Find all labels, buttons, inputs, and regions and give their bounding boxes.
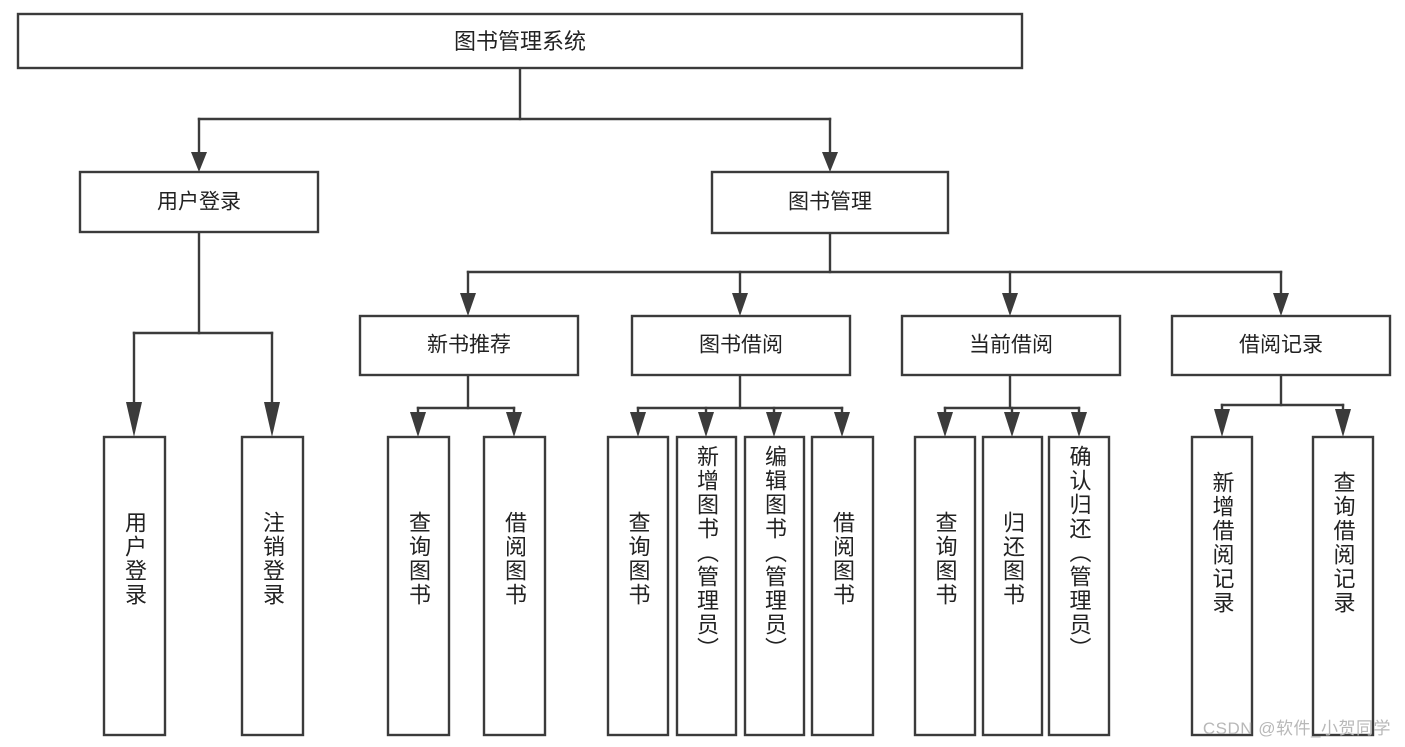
arrow-head-user-login	[191, 152, 207, 172]
arrow-head-book-borrow	[732, 293, 748, 316]
connector-group-borrow-record	[1214, 373, 1351, 437]
arrow-head-leaf-add-borrow-record	[1214, 409, 1230, 437]
connector-group-new-book-recommend	[410, 373, 522, 437]
arrow-head-leaf-edit-book	[766, 412, 782, 437]
leaf-box-query-book-1[interactable]	[386, 435, 451, 737]
arrow-head-leaf-add-book	[698, 412, 714, 437]
connector-group-user-login	[126, 230, 280, 437]
leaf-box-edit-book[interactable]	[743, 435, 806, 737]
node-borrow-record-box[interactable]	[1170, 314, 1392, 377]
arrow-head-leaf-query-borrow-record	[1335, 409, 1351, 437]
leaf-box-borrow-book-2[interactable]	[810, 435, 875, 737]
node-book-management[interactable]: 图书管理	[710, 170, 950, 235]
arrow-head-leaf-confirm-return	[1071, 412, 1087, 437]
node-user-login-label: 用户登录	[157, 191, 241, 214]
leaf-box-return-book[interactable]	[981, 435, 1044, 737]
node-new-book-recommend-label: 新书推荐	[427, 334, 511, 357]
node-current-borrow-label: 当前借阅	[969, 334, 1053, 357]
connector-group-root	[191, 66, 838, 172]
node-borrow-record-label: 借阅记录	[1239, 334, 1323, 357]
node-new-book-recommend[interactable]: 新书推荐	[358, 314, 580, 377]
leaf-box-confirm-return[interactable]	[1047, 435, 1111, 737]
node-current-borrow[interactable]: 当前借阅	[900, 314, 1122, 377]
connector-group-book-management	[460, 231, 1289, 316]
node-borrow-record[interactable]: 借阅记录	[1170, 314, 1392, 377]
leaf-boxes	[102, 435, 1375, 737]
node-book-borrow-box[interactable]	[630, 314, 852, 377]
arrow-head-book-management	[822, 152, 838, 172]
arrow-head-leaf-query-book-2	[630, 412, 646, 437]
node-book-management-box[interactable]	[710, 170, 950, 235]
node-root[interactable]: 图书管理系统	[16, 12, 1024, 70]
node-user-login[interactable]: 用户登录	[78, 170, 320, 234]
leaf-box-query-book-3[interactable]	[913, 435, 977, 737]
arrow-head-leaf-borrow-book-2	[834, 412, 850, 437]
node-root-label: 图书管理系统	[454, 29, 586, 54]
arrow-head-leaf-query-book-1	[410, 412, 426, 437]
leaf-box-add-book[interactable]	[675, 435, 738, 737]
arrow-head-leaf-query-book-3	[937, 412, 953, 437]
connector-group-current-borrow	[937, 373, 1087, 437]
node-book-borrow-label: 图书借阅	[699, 334, 783, 357]
arrow-head-leaf-logout-login	[264, 402, 280, 437]
watermark-text: CSDN @软件_小贺同学	[1202, 719, 1391, 738]
leaf-box-query-borrow-record[interactable]	[1311, 435, 1375, 737]
connector-group-book-borrow	[630, 373, 850, 437]
arrow-head-borrow-record	[1273, 293, 1289, 316]
leaf-box-query-book-2[interactable]	[606, 435, 670, 737]
leaf-box-borrow-book-1[interactable]	[482, 435, 547, 737]
arrow-head-current-borrow	[1002, 293, 1018, 316]
arrow-head-leaf-user-login	[126, 402, 142, 437]
node-root-box[interactable]	[16, 12, 1024, 70]
node-user-login-box[interactable]	[78, 170, 320, 234]
node-book-management-label: 图书管理	[788, 191, 872, 214]
leaf-box-user-login[interactable]	[102, 435, 167, 737]
arrow-head-leaf-return-book	[1004, 412, 1020, 437]
leaf-box-add-borrow-record[interactable]	[1190, 435, 1254, 737]
node-book-borrow[interactable]: 图书借阅	[630, 314, 852, 377]
leaf-box-logout-login[interactable]	[240, 435, 305, 737]
node-new-book-recommend-box[interactable]	[358, 314, 580, 377]
node-current-borrow-box[interactable]	[900, 314, 1122, 377]
arrow-head-leaf-borrow-book-1	[506, 412, 522, 437]
arrow-head-new-book-recommend	[460, 293, 476, 316]
